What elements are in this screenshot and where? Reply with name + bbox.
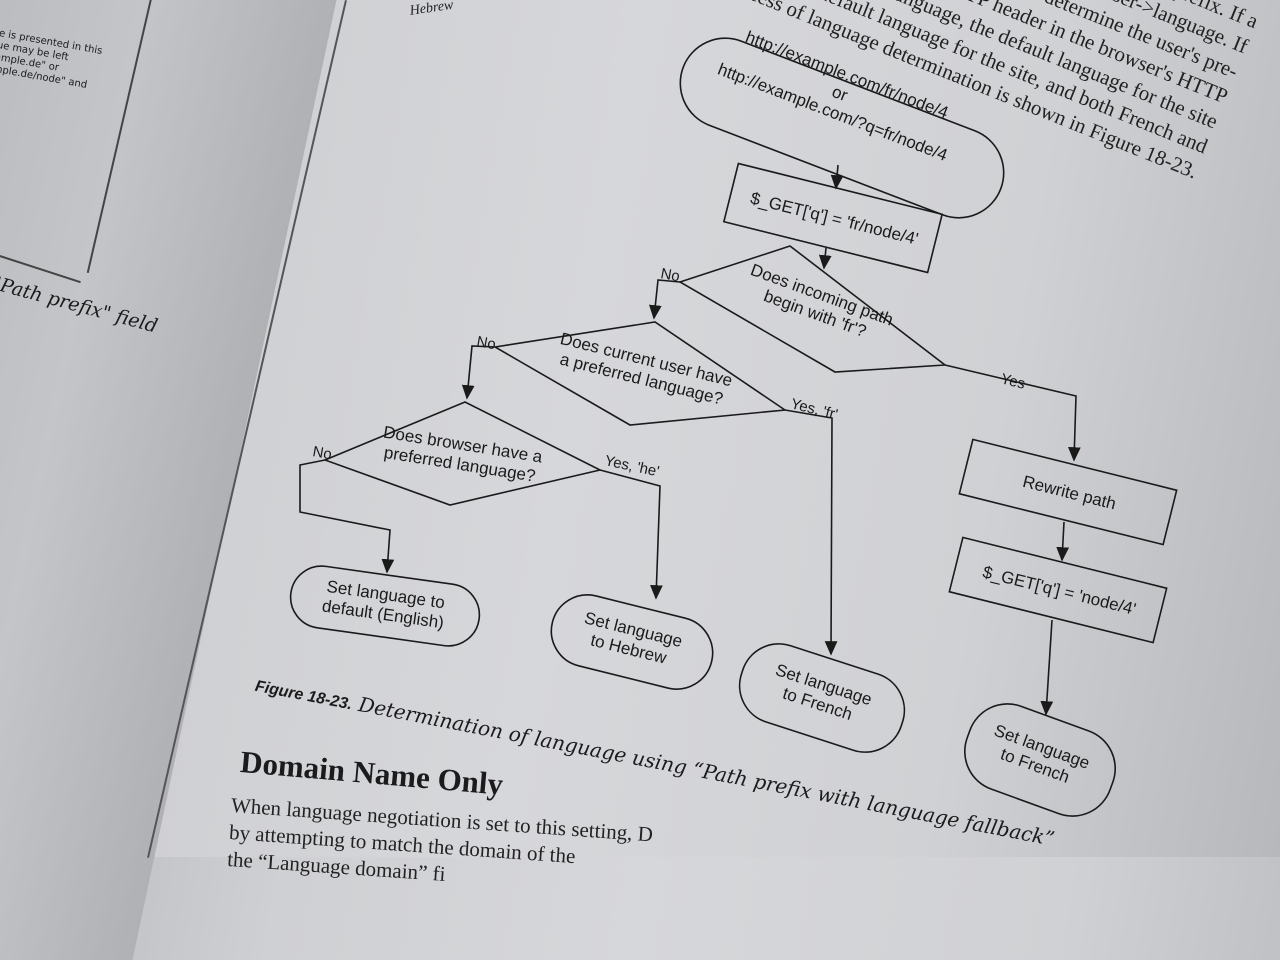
end-french1-terminator [738,643,906,753]
flowchart: http://example.com/fr/node/4 or http://e… [289,27,1178,817]
start-terminator [679,37,1005,219]
get-box-label: $_GET['q'] = 'fr/node/4' [748,189,920,249]
start-or: or [829,82,850,105]
label-yes-fr: Yes, 'fr' [789,395,840,423]
label-no: No [659,265,681,285]
label-yes: Yes [999,370,1027,392]
get-box-2-label: $_GET['q'] = 'node/4' [981,562,1138,618]
label-no: No [475,333,497,353]
rewrite-box [958,438,1178,546]
label-yes-he: Yes, 'he' [603,452,661,480]
rewrite-box-label: Rewrite path [1021,472,1118,514]
end-french2-terminator [964,703,1116,817]
get-box-2 [948,536,1168,644]
end-default-terminator [289,565,481,647]
label-no: No [311,443,333,463]
end-hebrew-terminator [550,594,714,690]
